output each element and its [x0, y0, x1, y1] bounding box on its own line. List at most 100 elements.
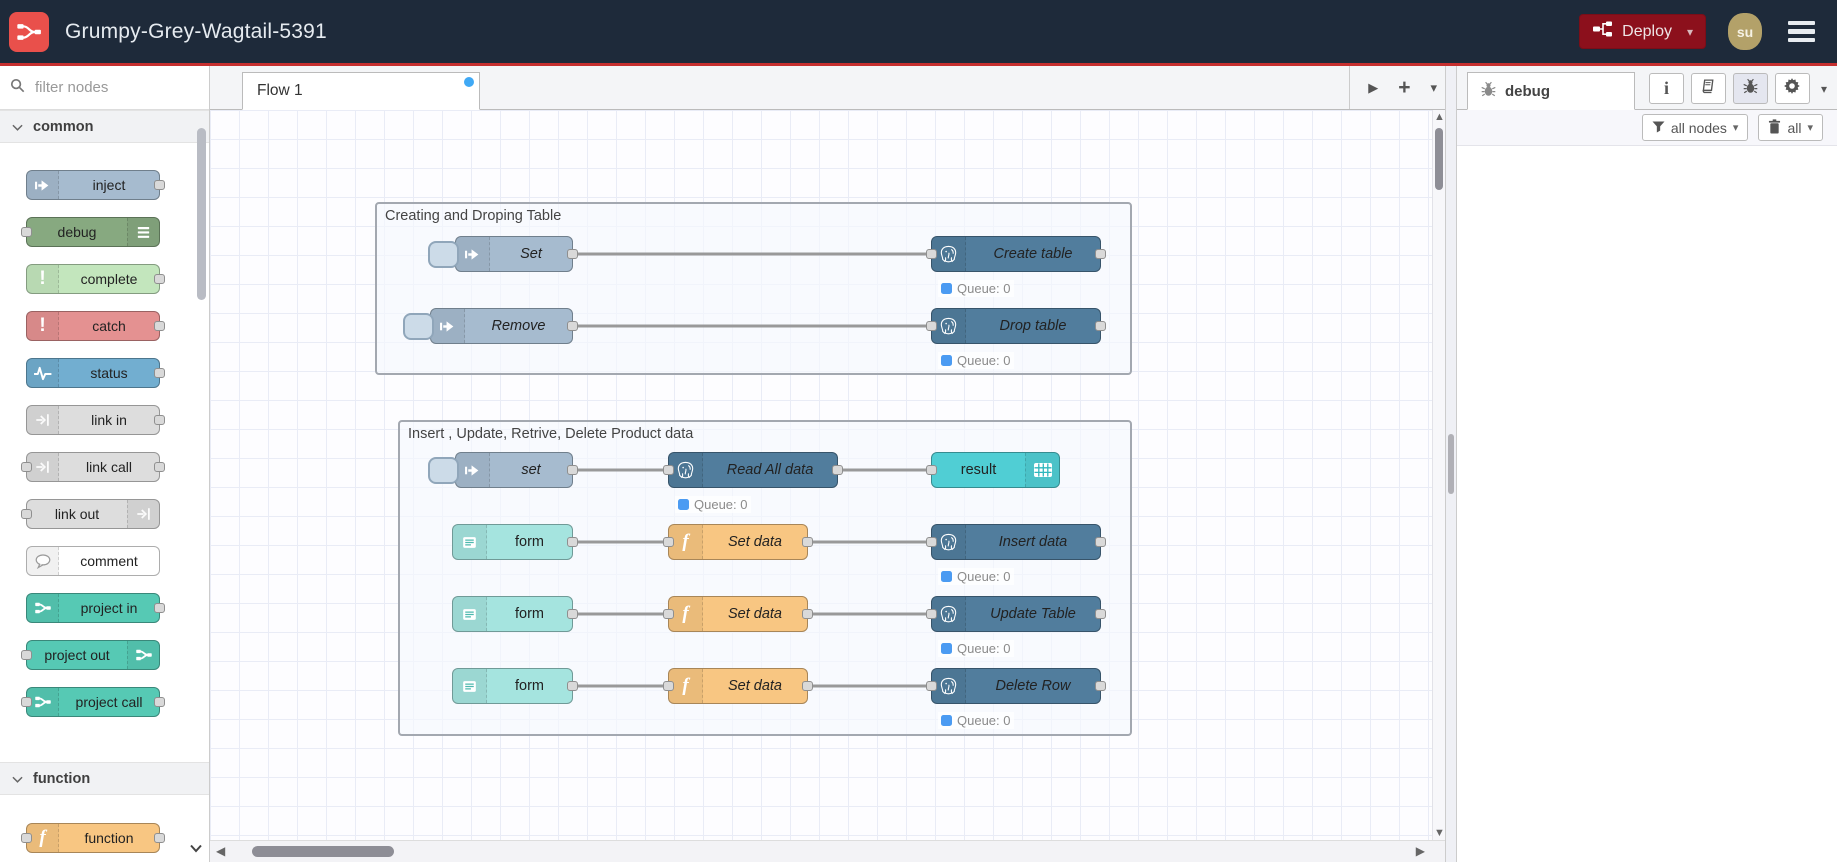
main-menu-icon[interactable]: [1784, 17, 1819, 47]
deploy-button[interactable]: Deploy ▾: [1579, 14, 1706, 49]
sidebar-menu-caret-icon[interactable]: ▾: [1820, 81, 1827, 96]
scroll-left-icon[interactable]: ◀: [216, 844, 226, 858]
output-port[interactable]: [1095, 609, 1106, 619]
palette-scroll-more-icon[interactable]: [189, 840, 203, 858]
inject-node-remove[interactable]: Remove: [403, 308, 578, 344]
output-port[interactable]: [567, 537, 578, 547]
inject-node-set[interactable]: Set: [428, 236, 578, 272]
inject-node-set[interactable]: set: [428, 452, 578, 488]
output-port[interactable]: [154, 321, 165, 331]
postgres-node-update-table[interactable]: Update Table: [926, 596, 1106, 632]
palette-node-inject[interactable]: inject: [26, 170, 165, 200]
filter-nodes-input[interactable]: [33, 78, 173, 97]
palette-node-comment[interactable]: comment: [26, 546, 160, 576]
output-port[interactable]: [154, 603, 165, 613]
output-port[interactable]: [567, 609, 578, 619]
input-port[interactable]: [21, 462, 32, 472]
inject-trigger-button[interactable]: [428, 457, 459, 484]
output-port[interactable]: [567, 321, 578, 331]
output-port[interactable]: [154, 368, 165, 378]
form-node-form[interactable]: form: [452, 596, 578, 632]
input-port[interactable]: [663, 609, 674, 619]
output-port[interactable]: [567, 249, 578, 259]
postgres-node-create-table[interactable]: Create table: [926, 236, 1106, 272]
input-port[interactable]: [926, 465, 937, 475]
inject-trigger-button[interactable]: [403, 313, 434, 340]
input-port[interactable]: [926, 537, 937, 547]
user-avatar[interactable]: su: [1728, 13, 1762, 50]
input-port[interactable]: [21, 509, 32, 519]
palette-node-catch[interactable]: !catch: [26, 311, 165, 341]
postgres-node-read-all-data[interactable]: Read All data: [663, 452, 843, 488]
palette-section-common[interactable]: common: [0, 110, 209, 143]
output-port[interactable]: [567, 465, 578, 475]
palette-node-complete[interactable]: !complete: [26, 264, 165, 294]
sidebar-splitter[interactable]: [1445, 66, 1457, 862]
input-port[interactable]: [926, 681, 937, 691]
output-port[interactable]: [832, 465, 843, 475]
palette-node-link-call[interactable]: link call: [21, 452, 165, 482]
help-panel-button[interactable]: [1690, 73, 1726, 104]
tab-debug[interactable]: debug: [1467, 72, 1635, 110]
output-port[interactable]: [802, 681, 813, 691]
tab-flow-1[interactable]: Flow 1: [242, 72, 480, 110]
table-node-result[interactable]: result: [926, 452, 1060, 488]
palette-section-function[interactable]: function: [0, 762, 209, 795]
input-port[interactable]: [663, 681, 674, 691]
splitter-grip[interactable]: [1448, 434, 1454, 494]
info-panel-button[interactable]: i: [1648, 73, 1684, 104]
output-port[interactable]: [1095, 321, 1106, 331]
config-nodes-button[interactable]: [1774, 73, 1810, 104]
next-tab-button[interactable]: ▶: [1368, 79, 1379, 95]
input-port[interactable]: [663, 537, 674, 547]
output-port[interactable]: [1095, 249, 1106, 259]
deploy-caret-icon[interactable]: ▾: [1686, 24, 1693, 39]
palette-node-debug[interactable]: debug: [21, 217, 160, 247]
output-port[interactable]: [154, 697, 165, 707]
palette-node-project-call[interactable]: project call: [21, 687, 165, 717]
palette-node-link-out[interactable]: link out: [21, 499, 160, 529]
debug-clear-button[interactable]: all ▾: [1758, 114, 1823, 141]
output-port[interactable]: [154, 462, 165, 472]
debug-filter-button[interactable]: all nodes ▾: [1641, 114, 1749, 141]
canvas-vertical-scrollbar[interactable]: ▲ ▼: [1432, 110, 1445, 840]
postgres-node-insert-data[interactable]: Insert data: [926, 524, 1106, 560]
output-port[interactable]: [802, 609, 813, 619]
output-port[interactable]: [802, 537, 813, 547]
output-port[interactable]: [1095, 681, 1106, 691]
input-port[interactable]: [21, 227, 32, 237]
output-port[interactable]: [154, 415, 165, 425]
input-port[interactable]: [663, 465, 674, 475]
scroll-up-icon[interactable]: ▲: [1434, 111, 1445, 123]
debug-panel-button[interactable]: [1732, 73, 1768, 104]
input-port[interactable]: [926, 609, 937, 619]
output-port[interactable]: [154, 833, 165, 843]
input-port[interactable]: [926, 249, 937, 259]
scroll-down-icon[interactable]: ▼: [1434, 827, 1445, 839]
output-port[interactable]: [567, 681, 578, 691]
scroll-right-icon[interactable]: ▶: [1415, 844, 1425, 858]
palette-node-link-in[interactable]: link in: [26, 405, 165, 435]
canvas-horizontal-scrollbar[interactable]: ◀ ▶: [210, 840, 1445, 862]
vertical-scroll-thumb[interactable]: [1435, 128, 1443, 190]
output-port[interactable]: [154, 274, 165, 284]
form-node-form[interactable]: form: [452, 668, 578, 704]
palette-node-status[interactable]: status: [26, 358, 165, 388]
palette-node-project-out[interactable]: project out: [21, 640, 160, 670]
palette-scrollbar[interactable]: [197, 128, 206, 300]
input-port[interactable]: [21, 697, 32, 707]
input-port[interactable]: [21, 650, 32, 660]
add-flow-button[interactable]: +: [1398, 75, 1411, 99]
inject-trigger-button[interactable]: [428, 241, 459, 268]
form-node-form[interactable]: form: [452, 524, 578, 560]
output-port[interactable]: [1095, 537, 1106, 547]
postgres-node-drop-table[interactable]: Drop table: [926, 308, 1106, 344]
horizontal-scroll-thumb[interactable]: [252, 846, 394, 857]
postgres-node-delete-row[interactable]: Delete Row: [926, 668, 1106, 704]
palette-node-project-in[interactable]: project in: [26, 593, 165, 623]
